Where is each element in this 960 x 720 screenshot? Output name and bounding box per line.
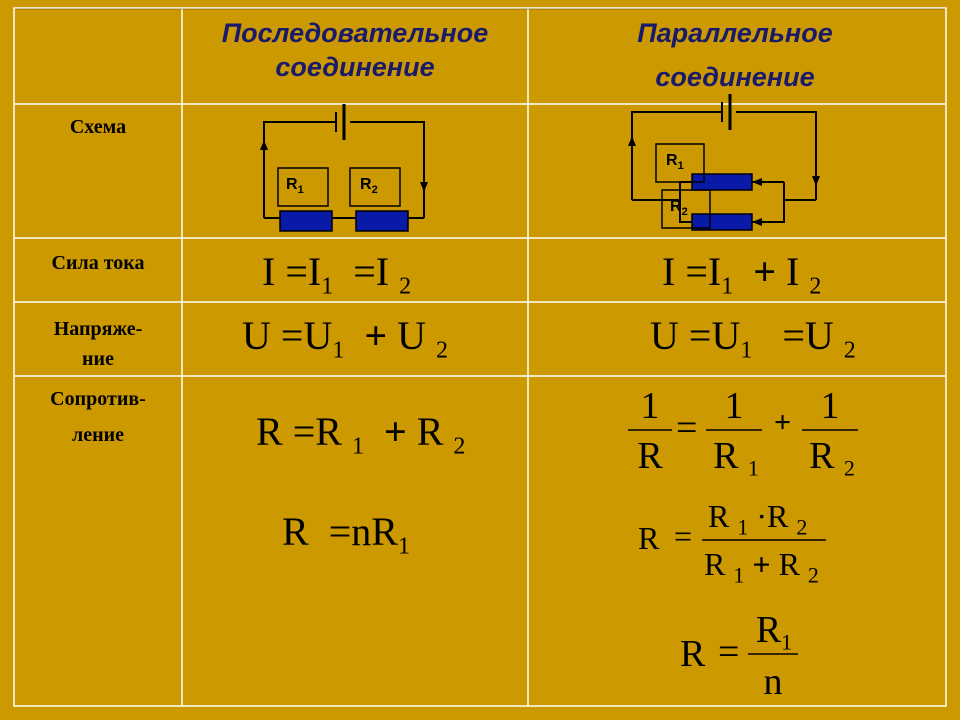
- series-label-box-r2: [349, 167, 401, 207]
- arrow-icon: [812, 176, 820, 186]
- arrow-icon: [752, 178, 762, 186]
- formula-series-current: I =I1 =I 2: [262, 249, 412, 300]
- series-resistor-r2: [355, 210, 409, 232]
- formula-parallel-voltage: U =U1 =U 2: [650, 313, 856, 364]
- series-label-box-r1: [277, 167, 329, 207]
- parallel-circuit-diagram: [631, 94, 817, 223]
- arrow-icon: [752, 218, 762, 226]
- arrow-icon: [628, 136, 636, 146]
- series-label-r1: R1: [286, 176, 304, 197]
- formula-series-voltage: U =U1 + U 2: [242, 313, 449, 364]
- header-parallel-line2: соединение: [655, 62, 815, 92]
- series-label-r2: R2: [360, 176, 378, 197]
- row-label-resistance-2: ление: [71, 424, 125, 446]
- row-label-current: Сила тока: [51, 252, 145, 274]
- parallel-label-box-r2: [661, 189, 711, 229]
- table-border: [13, 7, 947, 707]
- row-label-voltage-2: ние: [82, 348, 114, 370]
- formula-parallel-current: I =I1 + I 2: [662, 249, 822, 300]
- formula-series-resistance: R =R 1 + R 2: [256, 409, 466, 460]
- parallel-resistor-r2: [691, 213, 753, 231]
- series-resistor-r1: [279, 210, 333, 232]
- parallel-label-box-r1: [655, 143, 705, 183]
- header-parallel-line1: Параллельное: [637, 18, 833, 48]
- row-label-scheme: Схема: [69, 116, 127, 138]
- parallel-label-r1: R1: [666, 152, 684, 173]
- parallel-label-r2: R2: [670, 198, 688, 219]
- formula-series-resistance-n: R =nR1: [282, 509, 410, 560]
- row-label-resistance-1: Сопротив-: [50, 388, 146, 410]
- row-label-voltage-1: Напряже-: [53, 318, 143, 340]
- header-series: Последовательное соединение: [221, 18, 489, 82]
- arrow-icon: [260, 140, 268, 150]
- arrow-icon: [420, 182, 428, 192]
